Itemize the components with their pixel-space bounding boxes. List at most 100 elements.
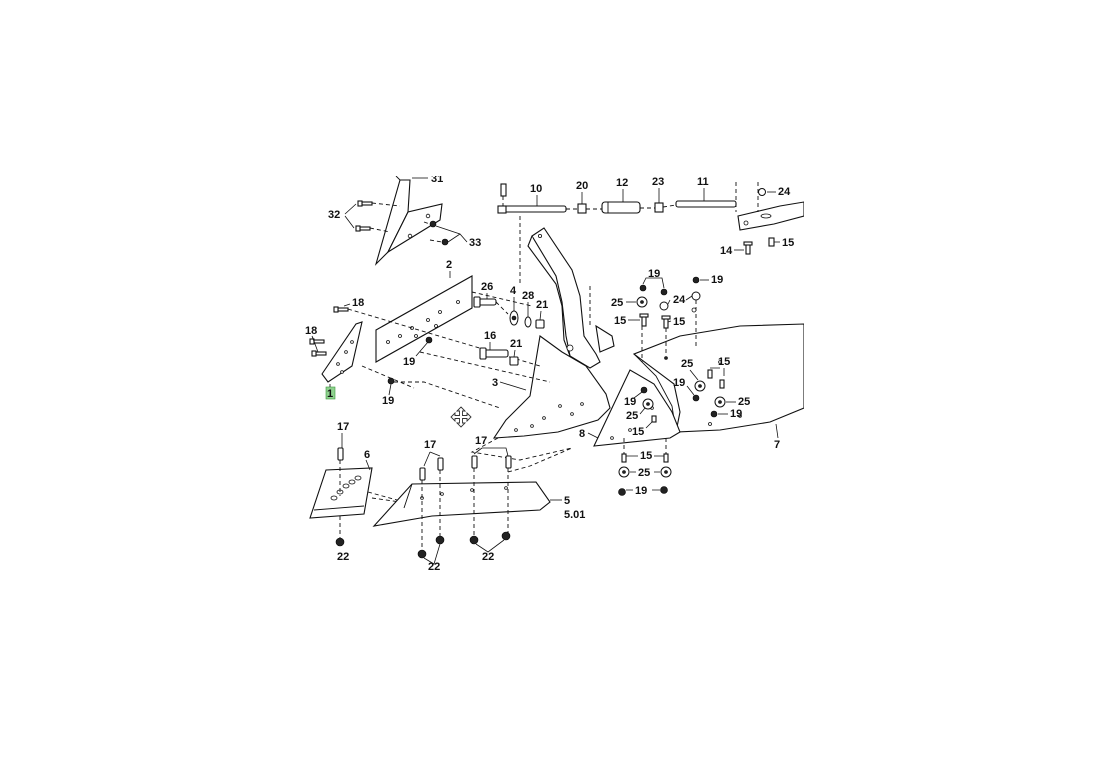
bolt-17-c[interactable]	[471, 455, 512, 469]
nut-19-h2[interactable]	[660, 486, 668, 494]
pin-26[interactable]	[473, 296, 497, 308]
callout-19-f[interactable]: 19	[624, 396, 636, 408]
callout-10[interactable]: 10	[530, 183, 542, 195]
nut-21-b[interactable]	[509, 356, 519, 366]
callout-21-b[interactable]: 21	[510, 338, 522, 350]
washer-4[interactable]	[509, 310, 519, 326]
nut-19-c2[interactable]	[660, 288, 668, 296]
body-3[interactable]	[492, 335, 611, 439]
bolt-15-d[interactable]	[707, 369, 725, 389]
callout-19-h[interactable]: 19	[635, 485, 647, 497]
share-5[interactable]	[372, 481, 551, 527]
callout-21-a[interactable]: 21	[536, 299, 548, 311]
shin-1[interactable]	[321, 321, 363, 383]
callout-11[interactable]: 11	[697, 176, 709, 188]
callout-2[interactable]: 2	[446, 259, 452, 271]
frame-leg[interactable]	[527, 227, 615, 369]
nut-22-c[interactable]	[469, 535, 479, 545]
pin-16[interactable]	[479, 347, 509, 360]
nut-19-a[interactable]	[425, 336, 433, 344]
callout-18-a[interactable]: 18	[352, 297, 364, 309]
callout-1[interactable]: 1	[327, 388, 333, 400]
nut-19-g[interactable]	[710, 410, 718, 418]
callout-19-g[interactable]: 19	[730, 408, 742, 420]
bolt-17-a[interactable]	[337, 447, 344, 461]
nut-22-a[interactable]	[335, 537, 345, 547]
callout-24-b[interactable]: 24	[673, 294, 686, 306]
callout-7[interactable]: 7	[774, 439, 780, 451]
nut-20[interactable]	[577, 203, 587, 214]
callout-4[interactable]: 4	[510, 285, 517, 297]
washer-24[interactable]	[758, 188, 766, 196]
nut-19-f[interactable]	[640, 386, 648, 394]
callout-3[interactable]: 3	[492, 377, 498, 389]
callout-6[interactable]: 6	[364, 449, 370, 461]
callout-25-c[interactable]: 25	[738, 396, 750, 408]
callout-22-c[interactable]: 22	[482, 551, 494, 563]
callout-14[interactable]: 14	[720, 245, 733, 257]
part-31-bracket[interactable]	[374, 176, 443, 266]
nut-19-h[interactable]	[618, 488, 626, 496]
callout-15-top[interactable]: 15	[782, 237, 794, 249]
bolt-18-b[interactable]	[309, 338, 327, 357]
rear-bracket[interactable]	[735, 182, 804, 231]
callout-32[interactable]: 32	[328, 209, 340, 221]
callout-5-01[interactable]: 5.01	[564, 509, 585, 521]
washer-24-c[interactable]	[691, 291, 701, 301]
nut-19-c[interactable]	[639, 284, 647, 292]
nut-21-a[interactable]	[535, 319, 545, 329]
callout-31[interactable]: 31	[431, 176, 443, 185]
callout-8[interactable]: 8	[579, 428, 585, 440]
callout-25-b[interactable]: 25	[681, 358, 693, 370]
callout-18-b[interactable]: 18	[305, 325, 317, 337]
callout-16[interactable]: 16	[484, 330, 496, 342]
callout-28[interactable]: 28	[522, 290, 534, 302]
callout-33[interactable]: 33	[469, 237, 481, 249]
bolt-15-e[interactable]	[651, 415, 657, 423]
callout-23[interactable]: 23	[652, 176, 664, 188]
callout-15-b[interactable]: 15	[614, 315, 626, 327]
callout-17-a[interactable]: 17	[337, 421, 349, 433]
highlight-part-1[interactable]	[325, 386, 336, 400]
callout-19-d[interactable]: 19	[711, 274, 723, 286]
callout-15-f[interactable]: 15	[640, 450, 652, 462]
callout-19-c[interactable]: 19	[648, 268, 660, 280]
callout-25-d[interactable]: 25	[626, 410, 638, 422]
bolt-32[interactable]	[355, 200, 401, 233]
bolt-15-b[interactable]	[639, 313, 649, 327]
callout-17-c[interactable]: 17	[475, 435, 487, 447]
callout-19-b[interactable]: 19	[382, 395, 394, 407]
callout-25-a[interactable]: 25	[611, 297, 623, 309]
bolt-15-top[interactable]	[768, 237, 775, 247]
callout-5[interactable]: 5	[564, 495, 570, 507]
nut-22-b[interactable]	[417, 549, 427, 559]
callout-17-b[interactable]: 17	[424, 439, 436, 451]
rod-11[interactable]	[675, 200, 737, 208]
share-point-6[interactable]	[309, 467, 373, 519]
bolt-14[interactable]	[743, 241, 753, 255]
callout-15-e[interactable]: 15	[632, 426, 644, 438]
nut-22-c2[interactable]	[501, 531, 511, 541]
callout-15-c[interactable]: 15	[673, 316, 685, 328]
rod-10[interactable]	[497, 205, 567, 214]
sleeve-12[interactable]	[601, 201, 641, 214]
plate-2[interactable]	[375, 275, 473, 363]
callout-22-b[interactable]: 22	[428, 561, 440, 573]
nut-19-e[interactable]	[692, 394, 700, 402]
landside-8[interactable]	[593, 369, 681, 447]
nut-23[interactable]	[654, 202, 664, 213]
nut-22-b2[interactable]	[435, 535, 445, 545]
callout-24-top[interactable]: 24	[778, 186, 791, 198]
callout-15-d[interactable]: 15	[718, 356, 730, 368]
bolt-17-b[interactable]	[419, 457, 444, 481]
bolt-18-a[interactable]	[333, 306, 349, 313]
callout-25-e[interactable]: 25	[638, 467, 650, 479]
washer-28[interactable]	[524, 316, 532, 328]
callout-22-a[interactable]: 22	[337, 551, 349, 563]
callout-26[interactable]: 26	[481, 281, 493, 293]
nut-19-b[interactable]	[387, 377, 395, 385]
callout-20[interactable]: 20	[576, 180, 588, 192]
callout-19-a[interactable]: 19	[403, 356, 415, 368]
callout-12[interactable]: 12	[616, 177, 628, 189]
callout-19-e[interactable]: 19	[673, 377, 685, 389]
